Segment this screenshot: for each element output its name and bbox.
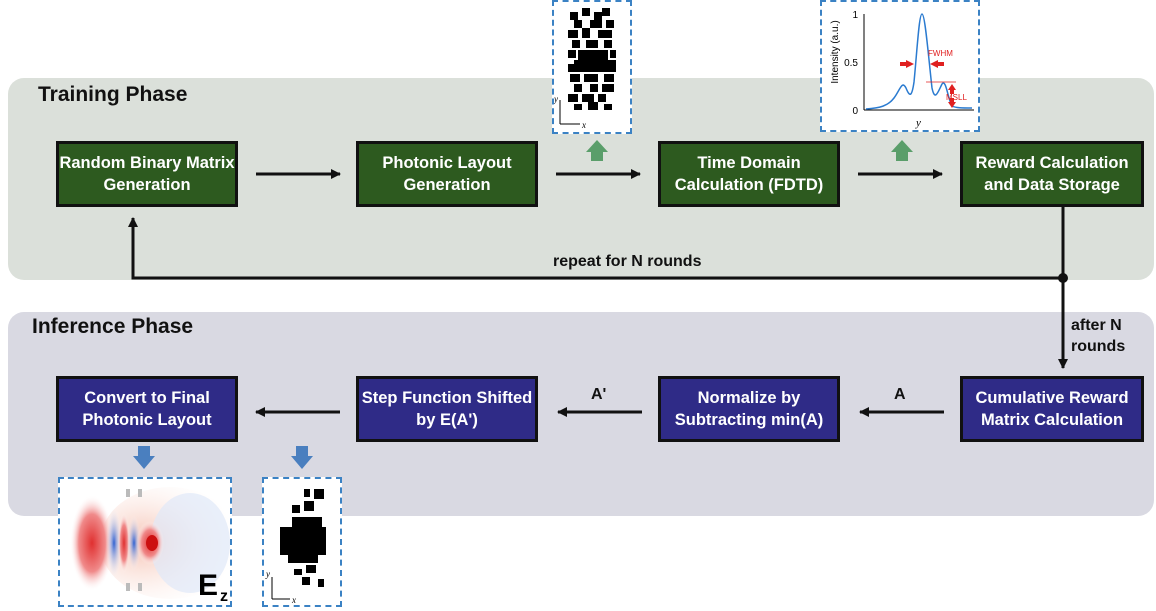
up-arrow-icon-2 <box>891 140 913 161</box>
intensity-plot: Intensity (a.u.) 1 0.5 0 y FWHM MSLL <box>830 10 974 129</box>
binary-layout-inset: y x <box>552 0 632 134</box>
down-arrow-icon-1 <box>133 446 155 469</box>
step-time-domain-calculation: Time Domain Calculation (FDTD) <box>658 141 840 207</box>
inference-phase-title: Inference Phase <box>32 315 194 338</box>
field-label: E <box>198 569 218 602</box>
ytick-0: 0 <box>852 106 858 117</box>
fwhm-label: FWHM <box>928 49 953 58</box>
field-distribution-inset: E z <box>58 477 240 607</box>
training-phase-title: Training Phase <box>38 83 188 106</box>
repeat-loop-line <box>131 207 1065 280</box>
binary-matrix-image: y x <box>553 8 616 130</box>
plot-xlabel: y <box>915 117 921 129</box>
step-random-binary-matrix: Random Binary Matrix Generation <box>56 141 238 207</box>
up-arrow-icon-1 <box>586 140 608 161</box>
step-convert-final-layout: Convert to Final Photonic Layout <box>56 376 238 442</box>
axis-y-label: y <box>554 94 558 104</box>
repeat-label: repeat for N rounds <box>553 253 702 270</box>
axis-x-label: x <box>581 120 586 130</box>
after-n-rounds-label: rounds <box>1071 338 1126 355</box>
after-n-label: after N <box>1071 317 1122 334</box>
arrow-label-a-prime: A' <box>591 386 607 403</box>
ytick-05: 0.5 <box>844 58 858 69</box>
step-normalize: Normalize by Subtracting min(A) <box>658 376 840 442</box>
final-layout-image: y x <box>265 489 326 605</box>
intensity-plot-inset: Intensity (a.u.) 1 0.5 0 y FWHM MSLL <box>820 0 980 132</box>
final-axis-y-label: y <box>265 569 270 579</box>
step-reward-calculation: Reward Calculation and Data Storage <box>960 141 1144 207</box>
final-axis-x-label: x <box>291 595 296 605</box>
step-step-function: Step Function Shifted by E(A') <box>356 376 538 442</box>
ytick-1: 1 <box>852 10 858 21</box>
down-arrow-icon-2 <box>291 446 313 469</box>
fwhm-arrows-icon <box>900 60 944 68</box>
msll-label: MSLL <box>946 93 967 102</box>
intensity-curve <box>865 13 973 110</box>
final-layout-inset: y x <box>262 477 342 607</box>
step-cumulative-reward-matrix: Cumulative Reward Matrix Calculation <box>960 376 1144 442</box>
msll-arrows-icon <box>948 84 956 108</box>
field-subscript: z <box>220 588 228 605</box>
arrow-label-a: A <box>894 386 906 403</box>
step-photonic-layout-generation: Photonic Layout Generation <box>356 141 538 207</box>
field-heatmap: E z <box>60 479 240 605</box>
plot-ylabel: Intensity (a.u.) <box>830 20 841 83</box>
